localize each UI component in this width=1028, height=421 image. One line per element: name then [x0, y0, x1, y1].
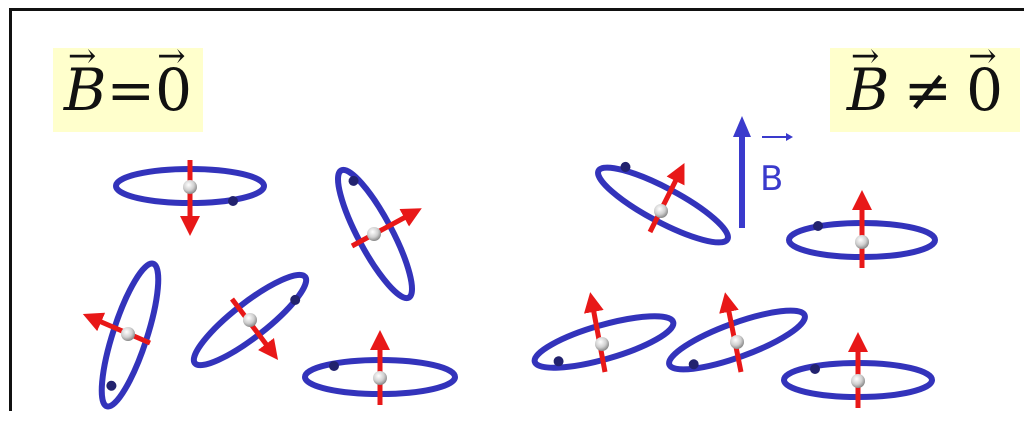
electron [329, 361, 339, 371]
electron [105, 379, 118, 392]
electron [810, 364, 820, 374]
field-arrow-label: B [760, 159, 783, 199]
spin-arrow-icon [92, 318, 150, 343]
orbit-1-left [116, 160, 264, 226]
electron [813, 221, 823, 231]
nucleus [373, 371, 387, 385]
nucleus [730, 335, 744, 349]
orbit-5-left [305, 340, 455, 405]
nucleus [121, 327, 135, 341]
orbit-5-right [784, 342, 932, 408]
nucleus [243, 313, 257, 327]
nucleus [595, 337, 609, 351]
spin-3-left [92, 318, 150, 343]
electron [228, 196, 238, 206]
orbit-2-right [789, 200, 935, 268]
field-arrow: B [733, 116, 793, 228]
nucleus [183, 180, 197, 194]
nucleus [855, 235, 869, 249]
nucleus [367, 227, 381, 241]
nucleus [654, 204, 668, 218]
nucleus [851, 374, 865, 388]
